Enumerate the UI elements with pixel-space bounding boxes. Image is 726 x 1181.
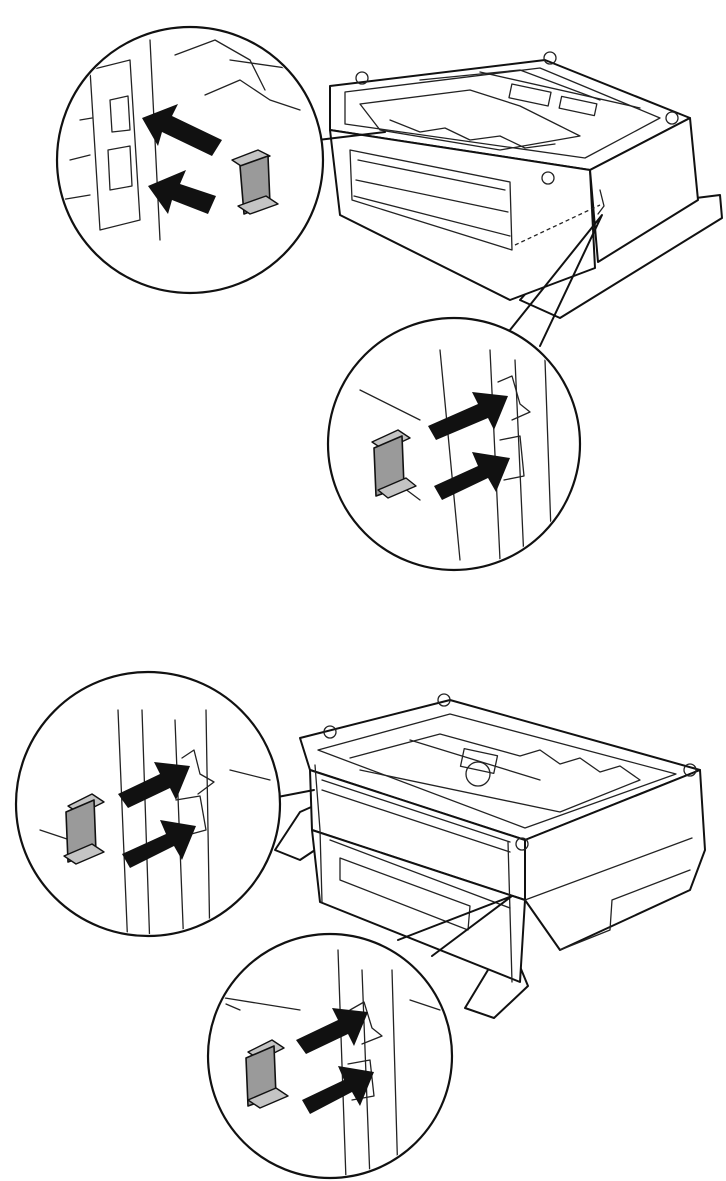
diagram-bottom	[0, 590, 726, 1181]
arrow-icon	[428, 392, 508, 440]
arrow-icon	[142, 104, 222, 156]
cassette-unit-bottom	[274, 693, 706, 1019]
callout-leader-bottom-right	[397, 895, 513, 957]
callout-top-lower-right	[326, 316, 582, 572]
callout-bottom-lower-right	[206, 932, 454, 1180]
locking-clip-icon	[371, 429, 417, 499]
callout-leader-top-left	[317, 131, 386, 141]
callout-leader-top-right	[509, 214, 603, 347]
callout-top-upper-left	[55, 25, 325, 295]
arrow-icon	[296, 1008, 368, 1054]
cassette-unit-top	[329, 51, 723, 319]
locking-clip-icon	[245, 1039, 289, 1109]
diagram-bottom-svg	[14, 670, 706, 1180]
callout-bottom-upper-left	[14, 670, 282, 938]
arrow-icon	[434, 452, 510, 500]
arrow-icon	[302, 1066, 374, 1114]
locking-clip-icon	[231, 149, 279, 215]
arrow-icon	[118, 762, 190, 808]
diagram-top-svg	[55, 25, 723, 572]
arrow-icon	[122, 820, 196, 868]
arrow-icon	[148, 170, 216, 214]
diagram-top	[0, 0, 726, 590]
locking-clip-icon	[63, 793, 105, 865]
